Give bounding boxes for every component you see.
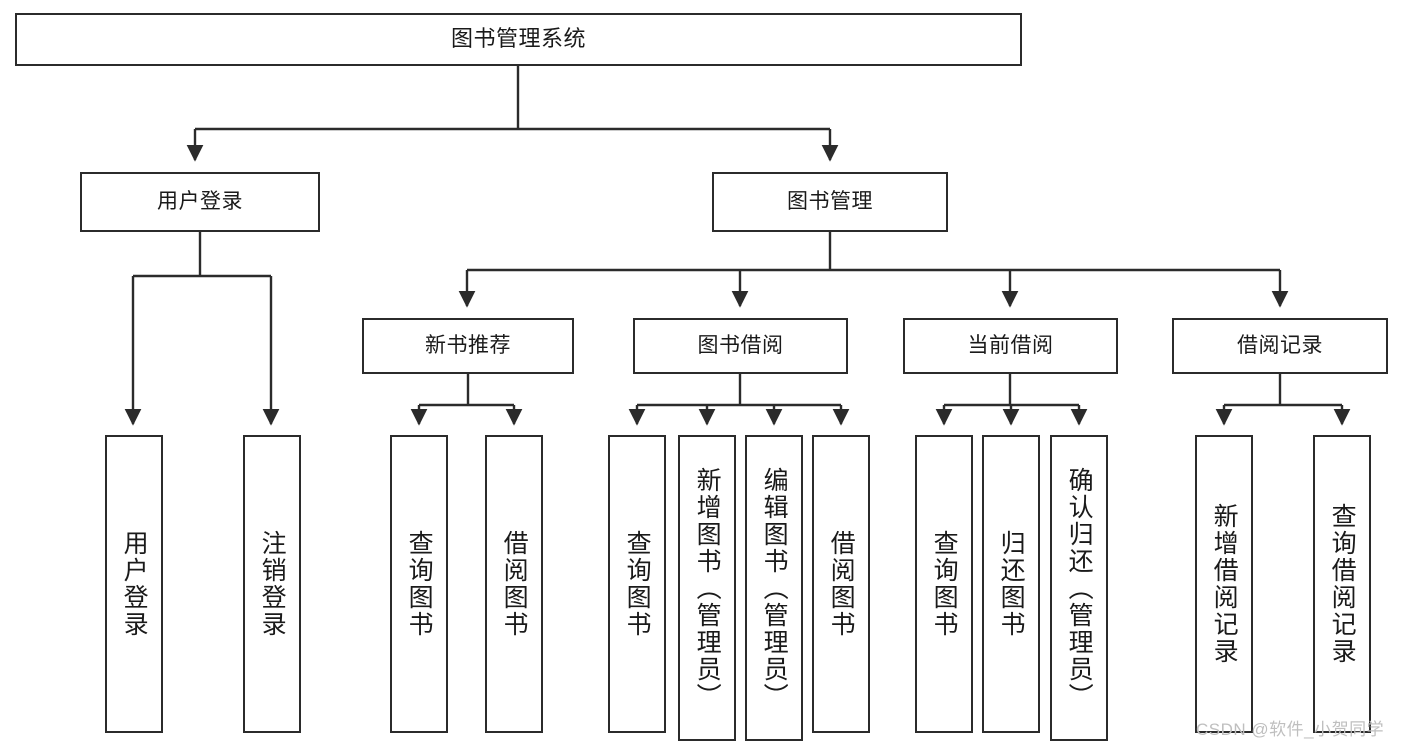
node-leaf-query-borrow-record-label: 查询借阅记录 [1328,503,1357,665]
node-book-borrow[interactable]: 图书借阅 [633,318,848,374]
node-current-borrow-label: 当前借阅 [967,334,1054,358]
node-root-label: 图书管理系统 [450,26,586,52]
node-leaf-query-book-1-label: 查询图书 [405,530,434,638]
node-borrow-record-label: 借阅记录 [1237,334,1323,358]
csdn-watermark: CSDN @软件_小贺同学 [1196,720,1385,739]
node-new-book-recommend-label: 新书推荐 [425,334,511,358]
node-book-manage[interactable]: 图书管理 [712,172,948,232]
node-book-manage-label: 图书管理 [787,190,873,214]
node-leaf-borrow-book-2[interactable]: 借阅图书 [812,435,870,733]
node-leaf-user-login[interactable]: 用户登录 [105,435,163,733]
node-leaf-borrow-book-2-label: 借阅图书 [827,530,856,638]
node-leaf-edit-book-label: 编辑图书（管理员） [760,466,789,710]
node-leaf-confirm-return-label: 确认归还（管理员） [1065,466,1094,710]
node-book-borrow-label: 图书借阅 [697,334,784,358]
node-leaf-query-book-3[interactable]: 查询图书 [915,435,973,733]
node-current-borrow[interactable]: 当前借阅 [903,318,1118,374]
node-new-book-recommend[interactable]: 新书推荐 [362,318,574,374]
node-user-login-label: 用户登录 [157,190,243,214]
node-leaf-borrow-book-1-label: 借阅图书 [500,530,529,638]
node-leaf-user-login-label: 用户登录 [120,530,149,638]
node-user-login[interactable]: 用户登录 [80,172,320,232]
node-leaf-query-book-1[interactable]: 查询图书 [390,435,448,733]
node-leaf-query-book-2-label: 查询图书 [623,530,652,638]
node-leaf-return-book[interactable]: 归还图书 [982,435,1040,733]
node-leaf-query-book-2[interactable]: 查询图书 [608,435,666,733]
node-leaf-edit-book[interactable]: 编辑图书（管理员） [745,435,803,741]
node-leaf-user-logout[interactable]: 注销登录 [243,435,301,733]
node-leaf-borrow-book-1[interactable]: 借阅图书 [485,435,543,733]
node-leaf-query-book-3-label: 查询图书 [930,530,959,638]
node-leaf-query-borrow-record[interactable]: 查询借阅记录 [1313,435,1371,733]
node-leaf-add-borrow-record[interactable]: 新增借阅记录 [1195,435,1253,733]
node-leaf-confirm-return[interactable]: 确认归还（管理员） [1050,435,1108,741]
node-leaf-add-book[interactable]: 新增图书（管理员） [678,435,736,741]
node-root[interactable]: 图书管理系统 [15,13,1022,66]
node-leaf-add-borrow-record-label: 新增借阅记录 [1210,503,1239,665]
node-borrow-record[interactable]: 借阅记录 [1172,318,1388,374]
node-leaf-add-book-label: 新增图书（管理员） [693,466,722,710]
node-leaf-user-logout-label: 注销登录 [258,530,287,638]
node-leaf-return-book-label: 归还图书 [997,530,1026,638]
